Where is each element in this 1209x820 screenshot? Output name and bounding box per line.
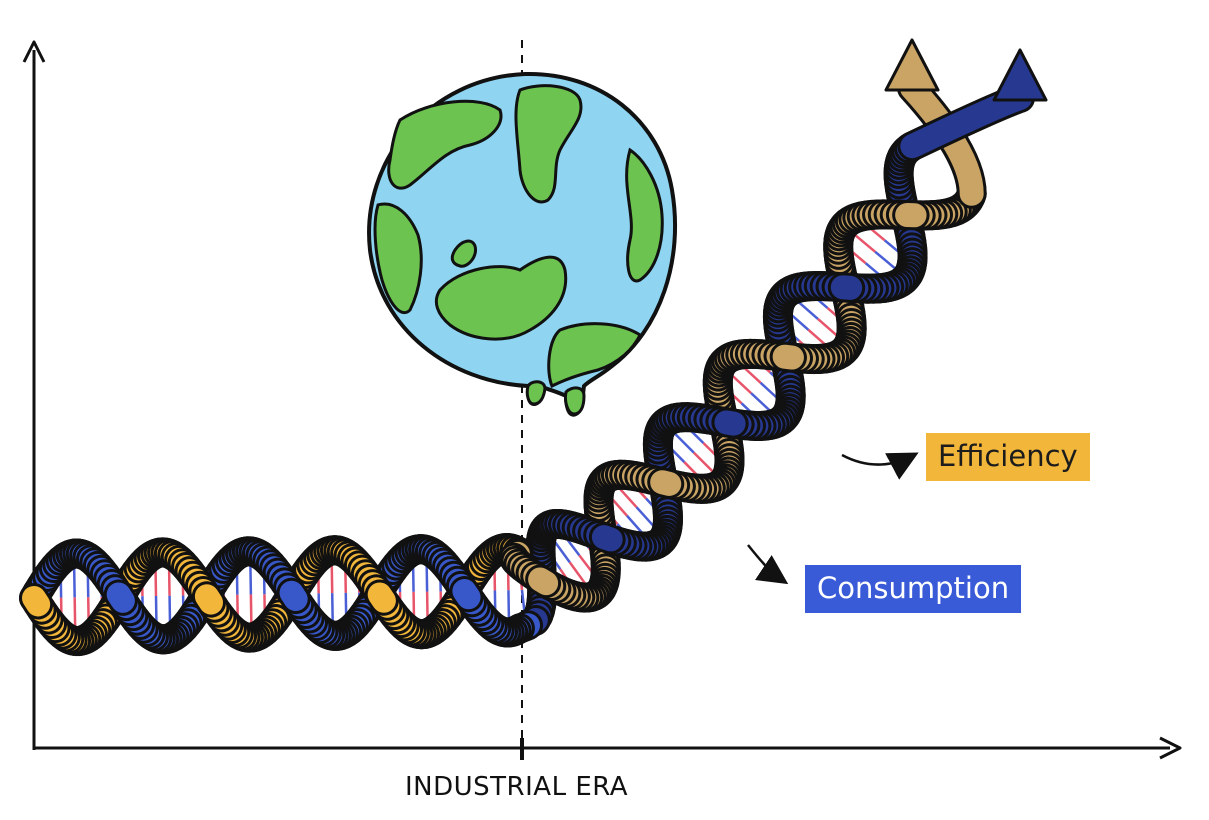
efficiency-strand-segment	[785, 357, 792, 358]
consumption-strand-segment	[726, 422, 733, 423]
efficiency-strand-segment	[662, 482, 669, 484]
callouts	[748, 455, 912, 580]
consumption-label-text: Consumption	[817, 571, 1009, 605]
efficiency-strand-segment	[540, 579, 546, 583]
earth-land-drip-a	[527, 382, 545, 404]
efficiency-strand-segment	[380, 595, 384, 601]
consumption-strand-segment	[604, 537, 611, 539]
consumption-callout-arrow	[748, 545, 782, 580]
efficiency-strand-segment	[34, 598, 38, 604]
efficiency-arrow-head	[886, 40, 938, 90]
consumption-strand-segment	[843, 287, 850, 288]
consumption-strand-segment	[119, 594, 123, 600]
melting-earth-icon	[369, 74, 675, 415]
x-axis-label-industrial-era: INDUSTRIAL ERA	[405, 772, 628, 802]
efficiency-callout-arrow	[842, 455, 912, 465]
efficiency-strand-segment	[207, 596, 211, 602]
efficiency-label: Efficiency	[926, 433, 1090, 481]
consumption-arrow-head	[994, 50, 1046, 100]
efficiency-label-text: Efficiency	[938, 439, 1078, 473]
consumption-strand-segment	[464, 591, 468, 597]
consumption-strand-segment	[292, 593, 296, 599]
consumption-label: Consumption	[805, 565, 1021, 613]
earth-land-drip-b	[565, 388, 584, 414]
